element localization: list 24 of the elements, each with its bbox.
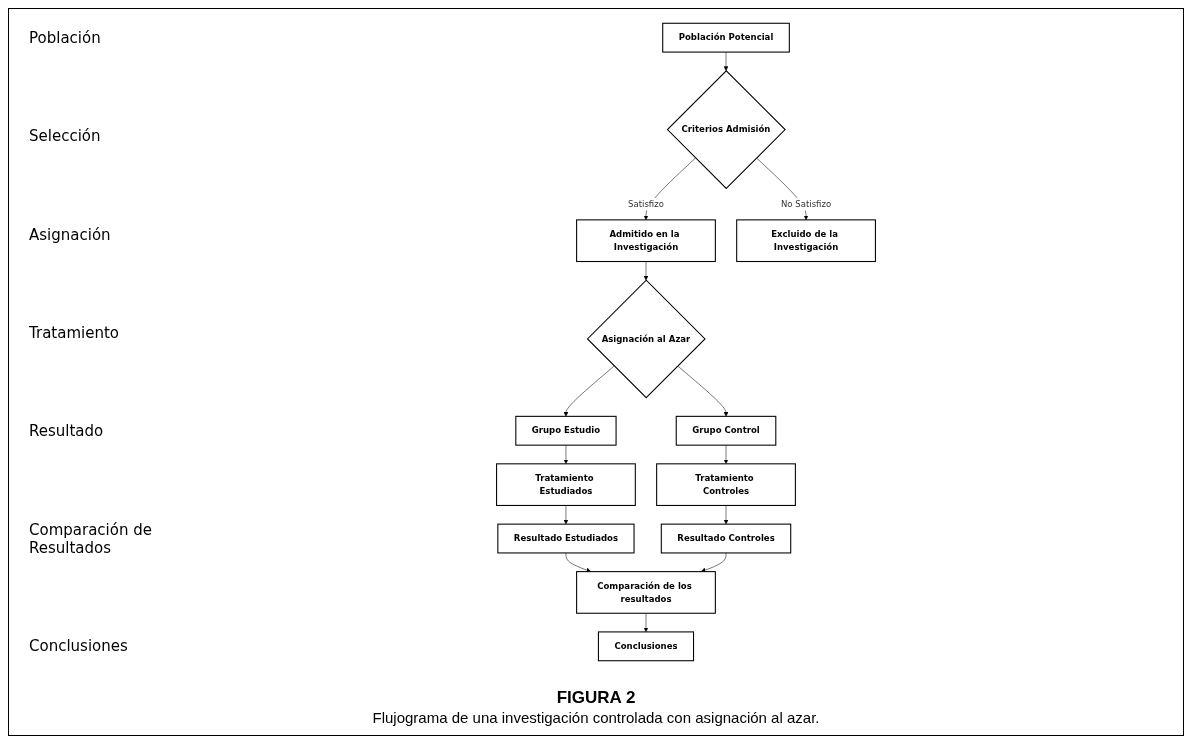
node-diamond: Criterios Admisión xyxy=(666,70,786,190)
edge-label: Satisfizo xyxy=(628,198,664,209)
node-box: Resultado Controles xyxy=(660,523,792,554)
node-box: Población Potencial xyxy=(662,22,790,53)
node-box: Comparación de los resultados xyxy=(576,571,716,614)
stage-label: Conclusiones xyxy=(29,636,129,655)
stage-label: Población xyxy=(29,29,102,47)
node-box: Grupo Control xyxy=(675,415,777,446)
stage-label: Tratamiento xyxy=(29,324,120,342)
node-box: Excluido de la Investigación xyxy=(736,219,876,263)
stage-label: Resultado xyxy=(29,422,105,441)
stage-label: Selección xyxy=(29,127,102,146)
edge-label: No Satisfizo xyxy=(780,198,832,209)
figure-caption: Flujograma de una investigación controlada con asignación al azar. xyxy=(372,709,820,726)
node-box: Conclusiones xyxy=(597,631,695,662)
node-box: Resultado Estudiados xyxy=(497,523,635,554)
node-box: Admitido en la Investigación xyxy=(576,219,716,263)
node-diamond: Asignación al Azar xyxy=(586,279,706,399)
node-box: Tratamiento Estudiados xyxy=(496,463,636,506)
node-box: Grupo Estudio xyxy=(515,415,617,446)
figure-title: FIGURA 2 xyxy=(556,688,636,708)
node-box: Tratamiento Controles xyxy=(656,463,796,506)
stage-label: Comparación de Resultados xyxy=(29,520,153,557)
stage-label: Asignación xyxy=(29,225,112,244)
